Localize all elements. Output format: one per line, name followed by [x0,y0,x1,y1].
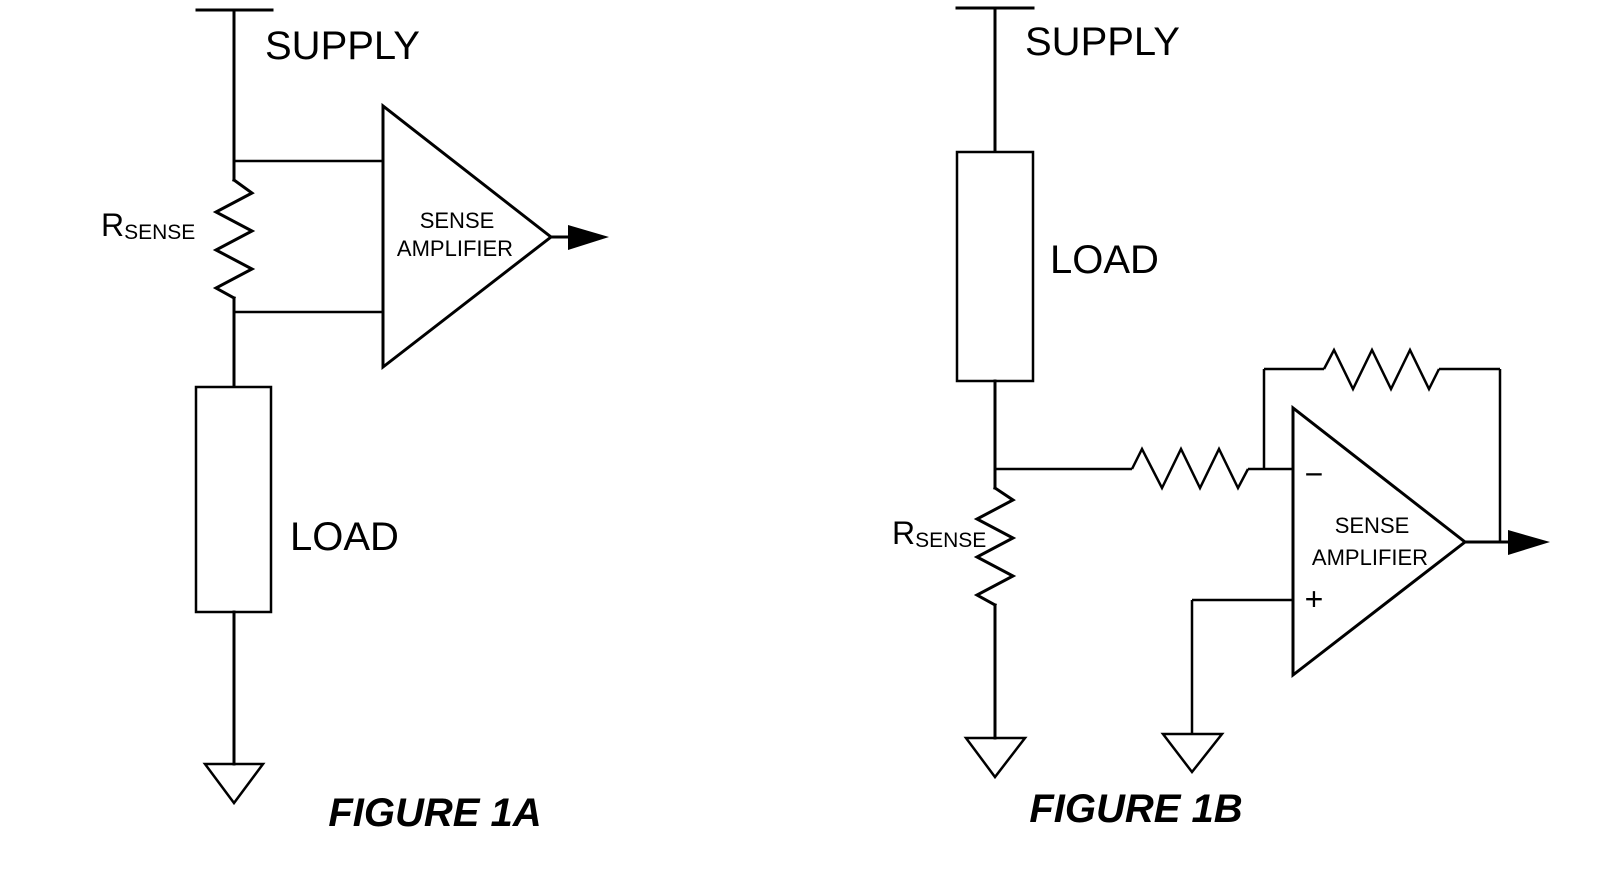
amplifier-label-line1-1a: SENSE [420,208,495,233]
output-arrow-icon-1a [568,225,609,250]
supply-label-1b: SUPPLY [1025,20,1180,64]
figure-1b: SUPPLY LOAD RSENSE − + SENSE AMPLIFIER [892,6,1550,831]
output-arrow-icon-1b [1508,530,1550,555]
feedback-resistor-1b [1322,347,1441,392]
ground-icon-1b-right [1160,732,1225,775]
supply-label-1a: SUPPLY [265,24,420,68]
rsense-label-1a: RSENSE [101,207,195,244]
rsense-resistor-1a [212,177,256,301]
rsense-label-1b: RSENSE [892,515,986,552]
load-box-1b [955,150,1035,383]
load-label-1a: LOAD [290,515,399,559]
sense-amplifier-1b [1291,404,1468,679]
sense-amplifier-1a [381,102,554,371]
rsense-label-main: R [892,515,915,551]
input-resistor-1b [1130,446,1250,491]
noninverting-input-symbol: + [1305,581,1324,617]
load-label-1b: LOAD [1050,238,1159,282]
amplifier-label-line2-1a: AMPLIFIER [397,236,513,261]
figure-1a: SUPPLY RSENSE SENSE AMPLIFIER LOAD FIGUR… [101,8,609,835]
inverting-input-symbol: − [1305,456,1324,492]
figure-caption-1b: FIGURE 1B [1029,787,1242,831]
load-box-1a [194,385,273,614]
rsense-label-sub: SENSE [915,529,986,552]
rsense-resistor-1b [973,485,1017,608]
figure-caption-1a: FIGURE 1A [328,791,541,835]
rsense-label-main: R [101,207,124,243]
amplifier-label-line1-1b: SENSE [1335,513,1410,538]
rsense-label-sub: SENSE [124,221,195,244]
ground-icon-1a [202,762,266,806]
amplifier-label-line2-1b: AMPLIFIER [1312,545,1428,570]
ground-icon-1b-left [963,736,1028,780]
